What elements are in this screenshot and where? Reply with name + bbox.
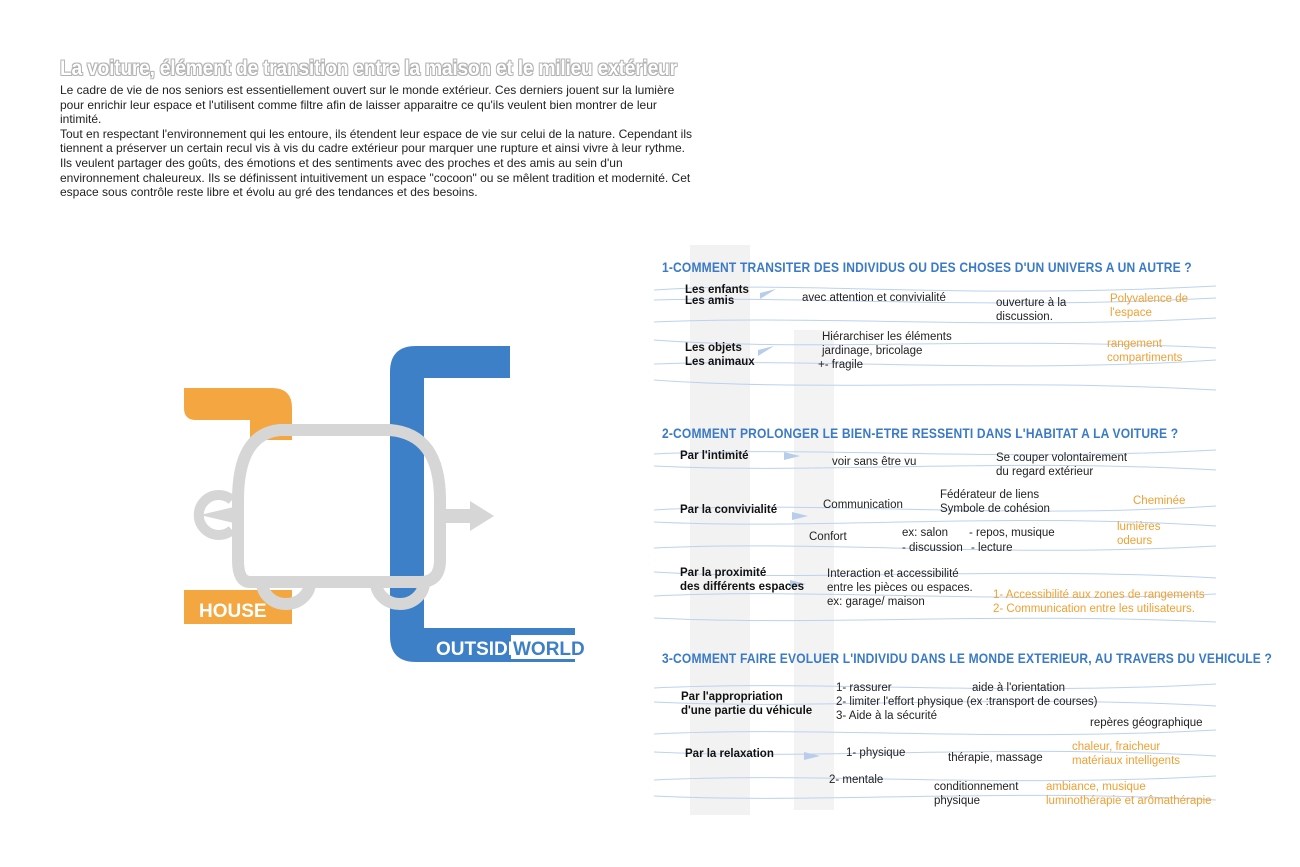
q1-label-amis: Les amis <box>685 295 735 307</box>
panel-background <box>690 245 834 815</box>
q3-text-orientation: aide à l'orientation <box>972 682 1065 694</box>
flow-lines <box>653 285 1217 801</box>
intro-paragraph-1: Le cadre de vie de nos seniors est essen… <box>60 83 675 127</box>
q1-label-enfants: Les enfants <box>685 284 749 296</box>
q1-label-animaux: Les animaux <box>685 356 755 368</box>
q1-orange-espace: l'espace <box>1110 307 1152 319</box>
q3-orange-luminotherapie: luminothérapie et arômathérapie <box>1046 795 1212 807</box>
q3-text-limiter: 2- limiter l'effort physique (ex :transp… <box>836 696 1098 708</box>
q3-text-conditionnement: conditionnement <box>934 781 1019 793</box>
q2-text-repos: - repos, musique <box>969 527 1055 539</box>
q2-text-discussion: - discussion <box>902 542 963 554</box>
q2-text-garage: ex: garage/ maison <box>827 596 925 608</box>
q3-label-partie: d'une partie du véhicule <box>681 705 813 717</box>
q2-text-voir: voir sans être vu <box>832 456 917 468</box>
intro-paragraph-2: Tout en respectant l'environnement qui l… <box>60 126 693 200</box>
q2-text-lecture: - lecture <box>971 542 1013 554</box>
outside-world-shape <box>390 346 510 598</box>
q3-label-appropriation: Par l'appropriation <box>681 691 783 703</box>
q1-text-fragile: +- fragile <box>818 359 864 371</box>
q2-text-communication: Communication <box>823 499 903 511</box>
q2-orange-odeurs: odeurs <box>1117 535 1153 547</box>
q3-text-physique: 1- physique <box>846 747 906 759</box>
q2-label-espaces: des différents espaces <box>680 581 805 593</box>
q3-orange-chaleur: chaleur, fraicheur <box>1072 741 1161 753</box>
q2-text-se-couper: Se couper volontairement <box>996 452 1128 464</box>
q2-orange-lumieres: lumières <box>1117 521 1161 533</box>
q3-text-mentale: 2- mentale <box>829 774 884 786</box>
question-2-heading: 2-COMMENT PROLONGER LE BIEN-ETRE RESSENT… <box>662 425 1179 441</box>
q1-text-discussion: discussion. <box>996 311 1053 323</box>
q2-text-federateur: Fédérateur de liens <box>940 489 1040 501</box>
world-label: WORLD <box>513 639 585 660</box>
q1-orange-compartiments: compartiments <box>1107 352 1183 364</box>
q2-text-interaction: Interaction et accessibilité <box>827 568 959 580</box>
q1-orange-polyvalence: Polyvalence de <box>1110 293 1188 305</box>
row-arrows <box>758 289 820 760</box>
question-1-heading: 1-COMMENT TRANSITER DES INDIVIDUS OU DES… <box>662 259 1192 275</box>
q2-orange-accessibilite: 1- Accessibilité aux zones de rangements <box>993 589 1205 601</box>
q1-text-attention: avec attention et convivialité <box>802 292 946 304</box>
q2-text-entre-pieces: entre les pièces ou espaces. <box>827 582 973 594</box>
outside-label: OUTSIDE <box>436 639 520 660</box>
q2-text-salon: ex: salon <box>902 527 949 539</box>
q3-text-reperes: repères géographique <box>1090 717 1203 729</box>
house-label: HOUSE <box>199 601 267 622</box>
q3-text-rassurer: 1- rassurer <box>836 682 892 694</box>
q1-label-objets: Les objets <box>685 342 742 354</box>
q3-text-therapie: thérapie, massage <box>948 752 1043 764</box>
q1-text-jardinage: jardinage, bricolage <box>822 345 923 357</box>
q2-label-intimite: Par l'intimité <box>680 450 749 462</box>
q3-orange-materiaux: matériaux intelligents <box>1072 755 1181 767</box>
q2-text-confort: Confort <box>809 531 847 543</box>
q3-text-securite: 3- Aide à la sécurité <box>836 710 938 722</box>
q3-label-relaxation: Par la relaxation <box>685 748 774 760</box>
q2-label-convivialite: Par la convivialité <box>680 504 778 516</box>
house-shape-top <box>184 388 292 440</box>
q3-orange-ambiance: ambiance, musique <box>1046 781 1146 793</box>
plug-icon <box>193 490 236 540</box>
q2-text-regard: du regard extérieur <box>996 466 1094 478</box>
page-title: La voiture, élément de transition entre … <box>60 57 677 80</box>
q2-orange-cheminee: Cheminée <box>1133 495 1186 507</box>
outgoing-arrow-icon <box>440 501 494 531</box>
q2-orange-communication: 2- Communication entre les utilisateurs. <box>993 603 1195 615</box>
q1-text-ouverture: ouverture à la <box>996 297 1067 309</box>
q1-orange-rangement: rangement <box>1107 338 1162 350</box>
q2-text-symbole: Symbole de cohésion <box>940 503 1050 515</box>
q1-text-hierarchiser: Hiérarchiser les éléments <box>822 331 952 343</box>
q2-label-proximite: Par la proximité <box>680 567 767 579</box>
intro-text: Le cadre de vie de nos seniors est essen… <box>60 83 700 200</box>
question-3-heading: 3-COMMENT FAIRE EVOLUER L'INDIVIDU DANS … <box>662 650 1272 666</box>
q3-text-cond-physique: physique <box>934 795 981 807</box>
